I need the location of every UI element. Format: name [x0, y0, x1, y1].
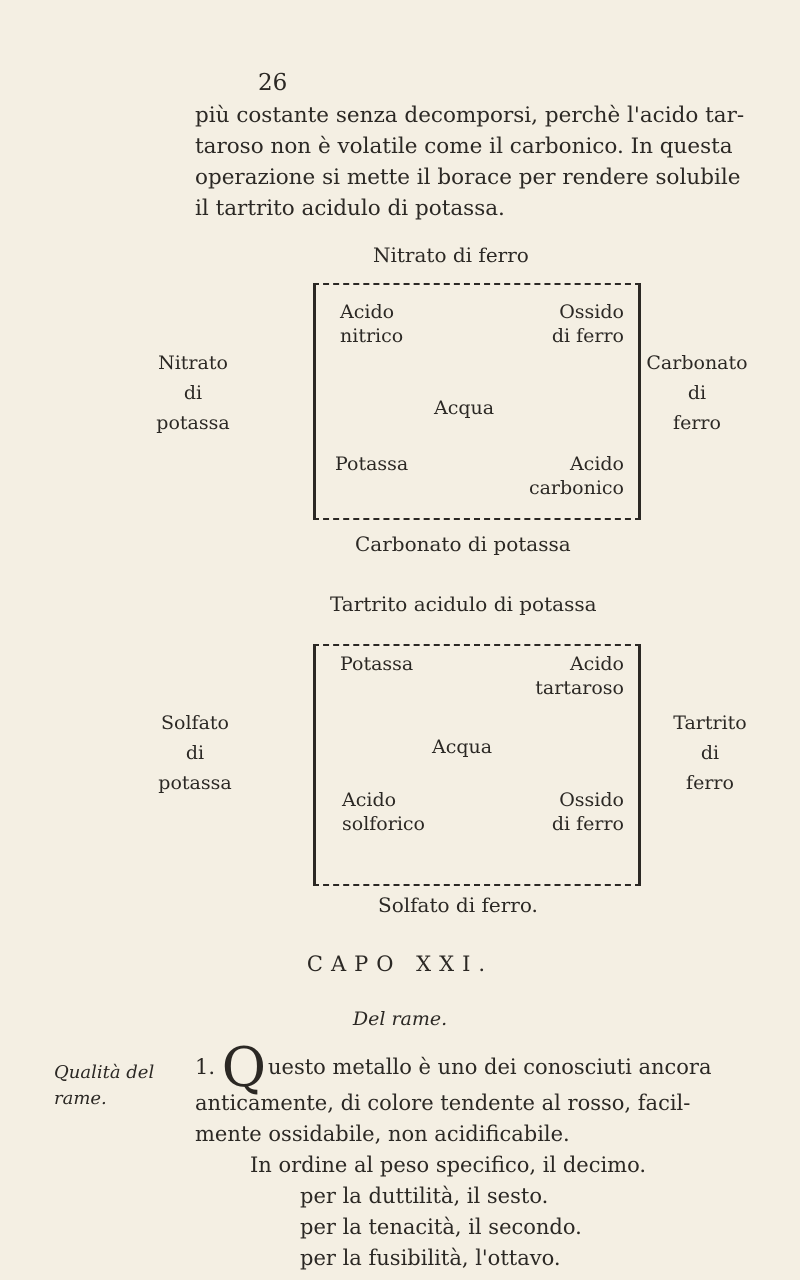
paragraph-indented-line: per la fusibilità, l'ottavo. [300, 1246, 561, 1270]
chapter-heading: CAPO XXI. [306, 952, 494, 976]
diagram2-box [313, 644, 641, 886]
diagram2-top-right: Acido tartaroso [535, 653, 624, 699]
diagram1-bottom-left: Potassa [335, 453, 409, 475]
intro-line: taroso non è volatile come il carbonico.… [195, 134, 733, 159]
diagram1-title: Nitrato di ferro [373, 243, 529, 267]
chapter-subtitle: Del rame. [352, 1008, 448, 1030]
paragraph-indented-line: In ordine al peso specifico, il decimo. [250, 1153, 647, 1177]
diagram1-bottom-right: Acido carbonico [528, 453, 624, 499]
dropcap-letter: Q [221, 1036, 267, 1099]
paragraph-number: 1. [195, 1055, 216, 1079]
diagram2-bottom-title: Solfato di ferro. [378, 893, 538, 917]
paragraph-line: mente ossidabile, non acidificabile. [195, 1122, 570, 1146]
intro-paragraph: più costante senza decomporsi, perchè l'… [195, 100, 775, 224]
paragraph-line: anticamente, di colore tendente al rosso… [195, 1091, 691, 1115]
intro-line: più costante senza decomporsi, perchè l'… [195, 103, 745, 128]
paragraph-indented-line: per la tenacità, il secondo. [300, 1215, 582, 1239]
diagram2-title: Tartrito acidulo di potassa [330, 592, 597, 616]
margin-note: Qualità del rame. [54, 1062, 155, 1109]
diagram1-left-label: Nitrato di potassa [156, 352, 230, 434]
diagram2-top-left: Potassa [340, 653, 414, 675]
page-number: 26 [258, 70, 288, 96]
paragraph-indented-line: per la duttilità, il sesto. [300, 1184, 549, 1208]
diagram2-right-label: Tartrito di ferro [673, 712, 747, 794]
intro-line: operazione si mette il borace per render… [195, 165, 741, 190]
intro-line: il tartrito acidulo di potassa. [195, 196, 505, 221]
diagram1-bottom-title: Carbonato di potassa [355, 532, 571, 556]
diagram1-box [313, 283, 641, 520]
diagram2-left-label: Solfato di potassa [158, 712, 232, 794]
diagram1-right-label: Carbonato di ferro [646, 352, 748, 434]
diagram1-center: Acqua [434, 397, 495, 419]
diagram1-top-left: Acido nitrico [340, 301, 404, 347]
diagram2-bottom-right: Ossido di ferro [551, 789, 624, 835]
diagram2-bottom-left: Acido solforico [342, 789, 425, 835]
diagram1-top-right: Ossido di ferro [551, 301, 624, 347]
diagram2-center: Acqua [432, 736, 493, 758]
chapter-paragraph: 1. Questo metallo è uno dei conosciuti a… [195, 1036, 712, 1274]
paragraph-first-line: uesto metallo è uno dei conosciuti ancor… [268, 1055, 712, 1079]
